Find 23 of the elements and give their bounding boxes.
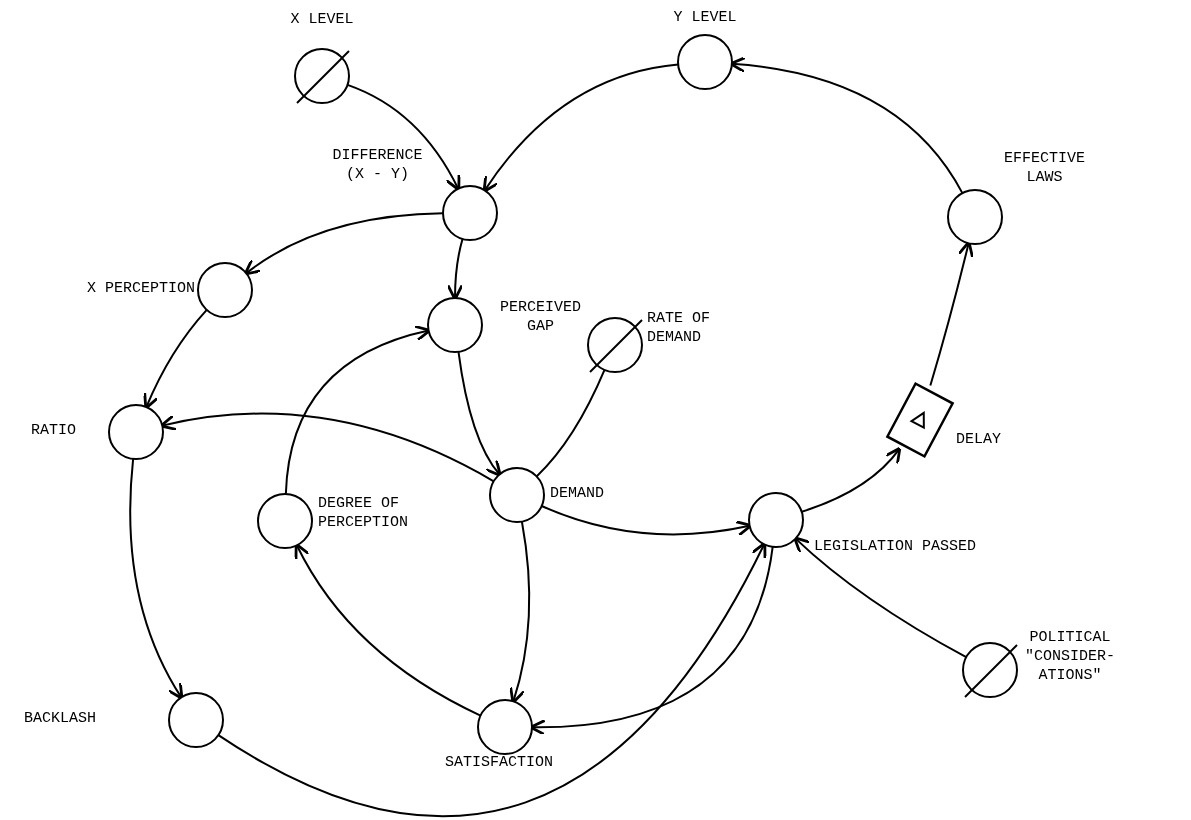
node-label: PERCEIVED GAP (499, 298, 582, 336)
node-label: DEMAND (550, 484, 605, 503)
node-label: X LEVEL (289, 10, 355, 29)
arrow (457, 350, 502, 477)
node-label: RATE OF DEMAND (647, 309, 711, 347)
arrow (793, 536, 968, 659)
arrow (217, 541, 767, 818)
arrow (129, 457, 184, 700)
node-label: DELAY (956, 430, 1002, 449)
node-label: DIFFERENCE (X - Y) (331, 146, 424, 184)
node-label: EFFECTIVE LAWS (1003, 149, 1086, 187)
arrow (346, 83, 461, 192)
node-label: SATISFACTION (445, 753, 555, 772)
arrow (143, 308, 208, 410)
arrow (294, 542, 482, 717)
node-label: RATIO (31, 421, 77, 440)
node-label: X PERCEPTION (85, 279, 195, 298)
node-label: DEGREE OF PERCEPTION (318, 494, 409, 532)
node-label: POLITICAL "CONSIDER- ATIONS" (1024, 628, 1116, 685)
node-label: Y LEVEL (672, 8, 738, 27)
node-label: BACKLASH (24, 709, 97, 728)
arrow (243, 212, 444, 276)
node-label: LEGISLATION PASSED (814, 537, 978, 556)
